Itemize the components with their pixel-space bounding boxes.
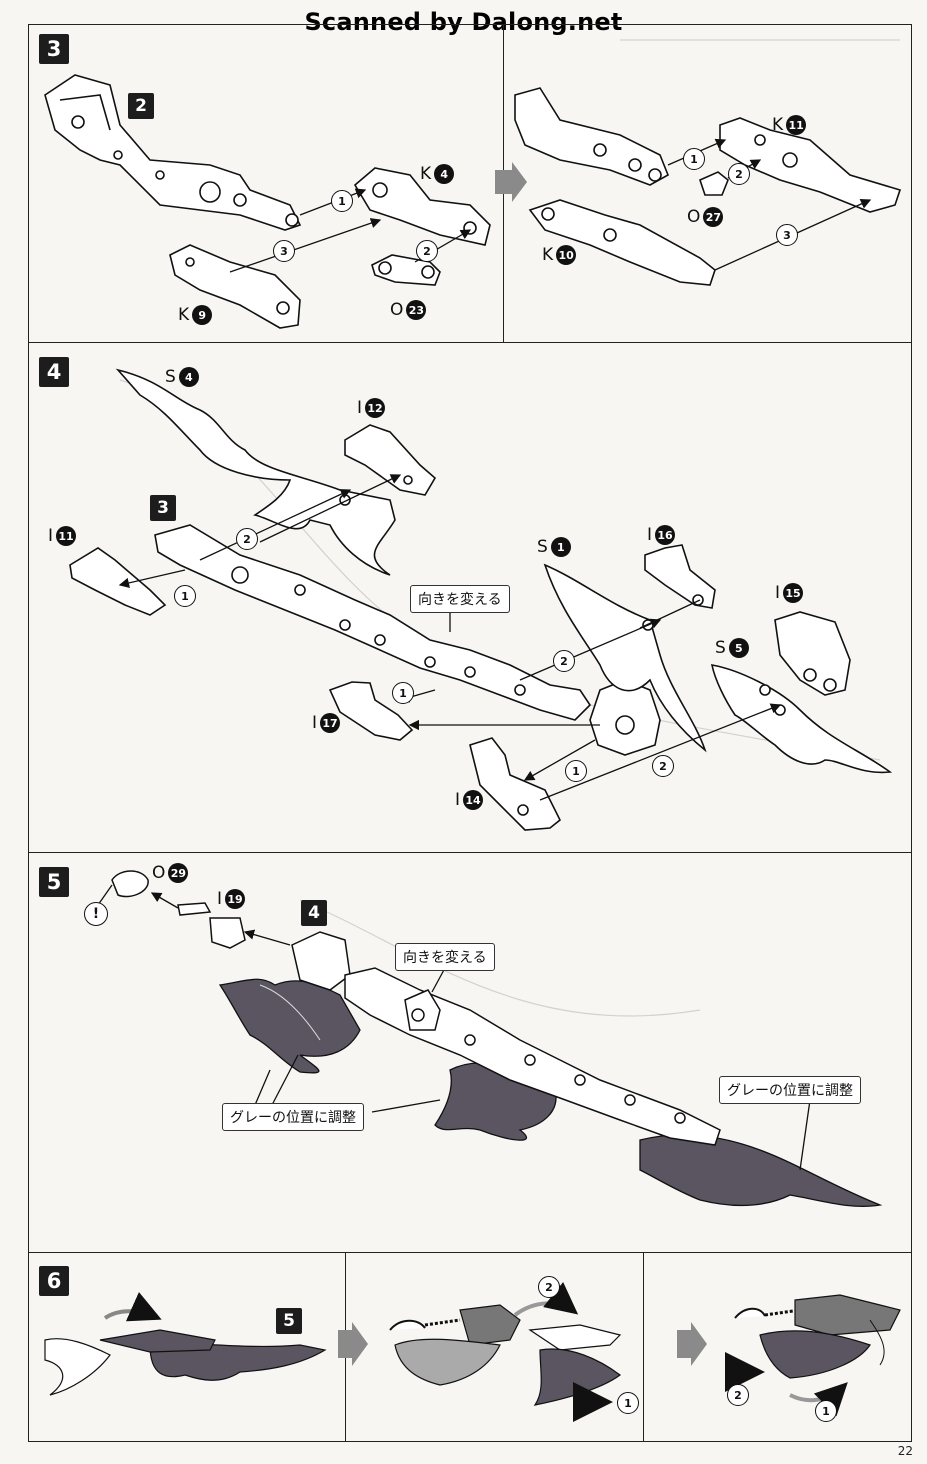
ref-part-5-badge: 5	[276, 1308, 302, 1334]
arrow-num-s6-2a: 2	[538, 1276, 560, 1298]
arrow-num-s3-2: 2	[416, 240, 438, 262]
callout-change-direction-s4: 向きを変える	[410, 585, 510, 613]
step-4-badge: 4	[39, 357, 69, 387]
arrow-num-s4-1c: 1	[565, 760, 587, 782]
caution-icon: !	[84, 902, 108, 926]
divider-step5-step6	[28, 1252, 912, 1253]
step3-next-arrow	[495, 162, 527, 202]
step-6-badge: 6	[39, 1266, 69, 1296]
step3-left-assembly	[44, 74, 491, 329]
scanner-watermark: Scanned by Dalong.net	[304, 8, 623, 36]
callout-adjust-grey-left: グレーの位置に調整	[222, 1103, 364, 1131]
arrow-num-s3r-2: 2	[728, 163, 750, 185]
step-3-badge: 3	[39, 34, 69, 64]
arrow-num-s3-3: 3	[273, 240, 295, 262]
step6-arrow-1	[338, 1322, 368, 1366]
arrow-num-s6-1b: 1	[815, 1400, 837, 1422]
arrow-num-s3r-1: 1	[683, 148, 705, 170]
arrow-num-s4-1a: 1	[174, 585, 196, 607]
ref-part-2-badge: 2	[128, 93, 154, 119]
step6-sequence	[44, 1282, 901, 1422]
divider-step3-step4	[28, 342, 912, 343]
arrow-num-s3r-3: 3	[776, 224, 798, 246]
ref-part-3-badge: 3	[150, 495, 176, 521]
divider-step4-step5	[28, 852, 912, 853]
arrow-num-s4-1b: 1	[392, 682, 414, 704]
arrow-num-s4-2c: 2	[652, 755, 674, 777]
callout-adjust-grey-right: グレーの位置に調整	[719, 1076, 861, 1104]
arrow-num-s3-1: 1	[331, 190, 353, 212]
callout-change-direction-s5: 向きを変える	[395, 943, 495, 971]
step4-assembly	[69, 368, 893, 831]
divider-step6-col2	[643, 1252, 644, 1442]
step3-right-assembly	[514, 87, 902, 286]
instruction-page-frame	[28, 24, 912, 1442]
step-5-badge: 5	[39, 867, 69, 897]
arrow-num-s6-2b: 2	[727, 1384, 749, 1406]
ref-part-4-badge: 4	[301, 900, 327, 926]
arrow-num-s6-1a: 1	[617, 1392, 639, 1414]
arrow-num-s4-2a: 2	[236, 528, 258, 550]
arrow-num-s4-2b: 2	[553, 650, 575, 672]
step6-arrow-2	[677, 1322, 707, 1366]
page-number: 22	[897, 1444, 913, 1458]
step5-assembly	[97, 870, 883, 1208]
